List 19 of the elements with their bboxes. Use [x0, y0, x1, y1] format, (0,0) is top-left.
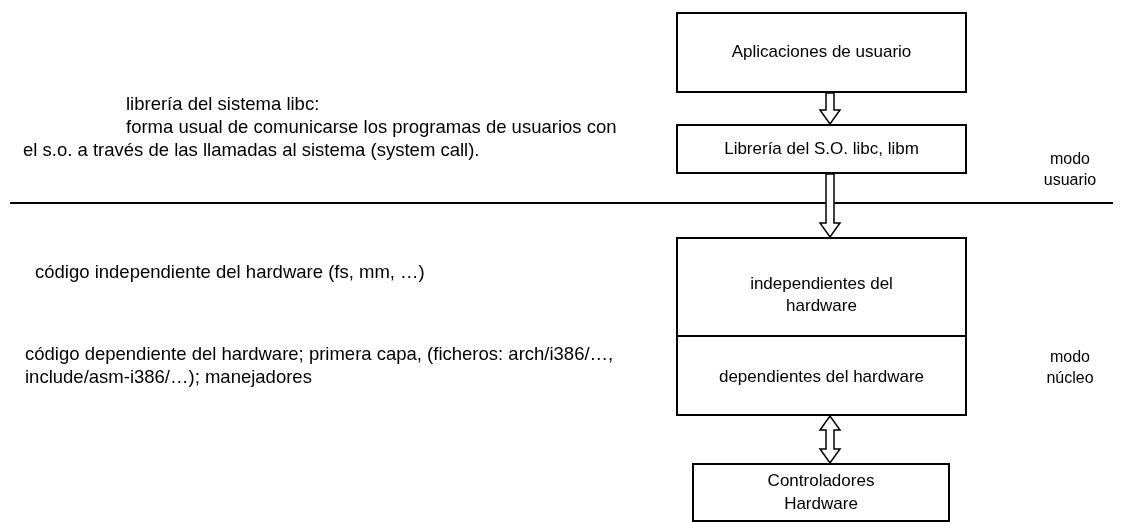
note-text: código independiente del hardware (fs, mm, …) — [35, 260, 426, 283]
mode-label: modo usuario — [1042, 149, 1098, 190]
box-label: dependientes del hardware — [718, 366, 925, 389]
box-label: Aplicaciones de usuario — [731, 41, 912, 64]
process-box — [676, 12, 967, 93]
box-label: independientes del hardware — [749, 272, 894, 317]
box-label: Controladores Hardware — [766, 470, 876, 515]
block-arrow — [818, 92, 842, 126]
layer-box — [676, 335, 967, 416]
note-text: forma usual de comunicarse los programas de usuarios con el s.o. a través de las llamadas al sistema (system call). — [23, 115, 618, 161]
block-arrow — [818, 173, 842, 239]
mode-label: modo núcleo — [1045, 347, 1095, 388]
process-box — [676, 124, 967, 174]
block-arrow — [818, 414, 842, 465]
note-text: código dependiente del hardware; primera capa, (ficheros: arch/i386/…, include/asm-i386/…); manejadores — [25, 342, 615, 388]
box-label: Librería del S.O. libc, libm — [724, 137, 919, 160]
process-box — [692, 463, 950, 522]
layer-box — [676, 237, 967, 337]
note-text: librería del sistema libc: — [126, 92, 321, 115]
